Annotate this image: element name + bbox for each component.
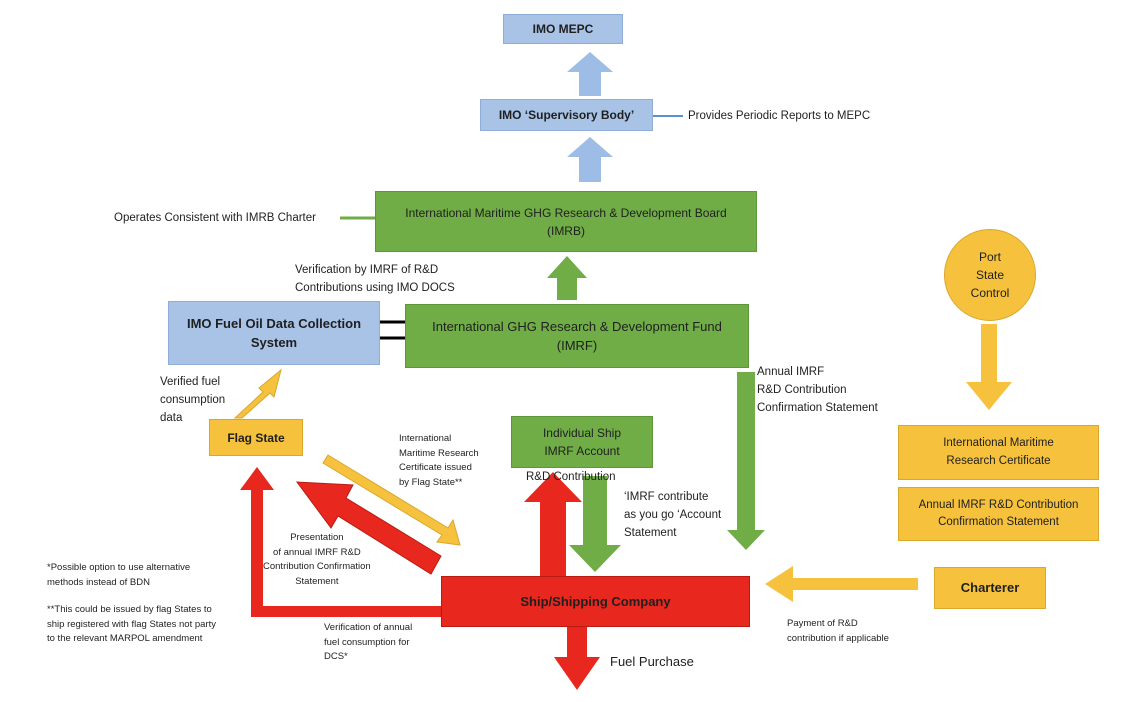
supervisory-body-box: IMO ‘Supervisory Body’ xyxy=(480,99,653,131)
arrow-certificate-issued xyxy=(322,454,461,546)
label-certificate-issued: International Maritime Research Certific… xyxy=(399,433,479,489)
arrow-fuel-purchase-down xyxy=(554,627,600,690)
footnote-flag-states: **This could be issued by flag States to… xyxy=(47,604,216,645)
shipping-company-box: Ship/Shipping Company xyxy=(441,576,750,627)
label-payment: Payment of R&D contribution if applicabl… xyxy=(787,618,889,644)
flag-state-box: Flag State xyxy=(209,419,303,456)
arrow-supervisory-to-mepc xyxy=(567,52,613,96)
annual-statement-box: Annual IMRF R&D Contribution Confirmatio… xyxy=(898,487,1099,541)
arrow-flagstate-to-dcs xyxy=(233,368,282,419)
footnote-bdn: *Possible option to use alternative meth… xyxy=(47,562,191,588)
charterer-box: Charterer xyxy=(934,567,1046,609)
label-verified-fuel: Verified fuel consumption data xyxy=(160,376,226,424)
label-rd-contribution: R&D Contribution xyxy=(526,471,616,483)
label-imrb-charter: Operates Consistent with IMRB Charter xyxy=(114,212,316,224)
arrow-charterer-to-company xyxy=(765,566,918,602)
arrow-verification-to-flagstate xyxy=(240,467,441,617)
imrf-box: International GHG Research & Development… xyxy=(405,304,749,368)
label-verification-annual: Verification of annual fuel consumption … xyxy=(324,622,413,663)
arrow-port-state-down xyxy=(966,324,1012,410)
label-annual-confirmation: Annual IMRF R&D Contribution Confirmatio… xyxy=(757,366,878,414)
research-certificate-box: International Maritime Research Certific… xyxy=(898,425,1099,480)
arrow-annual-statement-down xyxy=(727,372,765,550)
label-contribute-as-you-go: ‘IMRF contribute as you go ‘Account Stat… xyxy=(624,491,722,539)
label-fuel-purchase: Fuel Purchase xyxy=(610,654,694,669)
label-verification-docs: Verification by IMRF of R&D Contribution… xyxy=(295,264,455,294)
individual-ship-account-box: Individual Ship IMRF Account xyxy=(511,416,653,468)
arrow-imrb-to-supervisory xyxy=(567,137,613,182)
arrow-imrf-to-imrb xyxy=(547,256,587,300)
arrow-company-to-account xyxy=(524,472,582,576)
imrb-box: International Maritime GHG Research & De… xyxy=(375,191,757,252)
port-state-control-circle: Port State Control xyxy=(944,229,1036,321)
label-presentation: Presentation of annual IMRF R&D Contribu… xyxy=(263,532,371,588)
label-periodic-reports: Provides Periodic Reports to MEPC xyxy=(688,110,871,122)
dcs-box: IMO Fuel Oil Data Collection System xyxy=(168,301,380,365)
imo-mepc-box: IMO MEPC xyxy=(503,14,623,44)
arrow-presentation-to-flagstate xyxy=(295,481,442,575)
arrow-account-statement-down xyxy=(569,476,621,572)
